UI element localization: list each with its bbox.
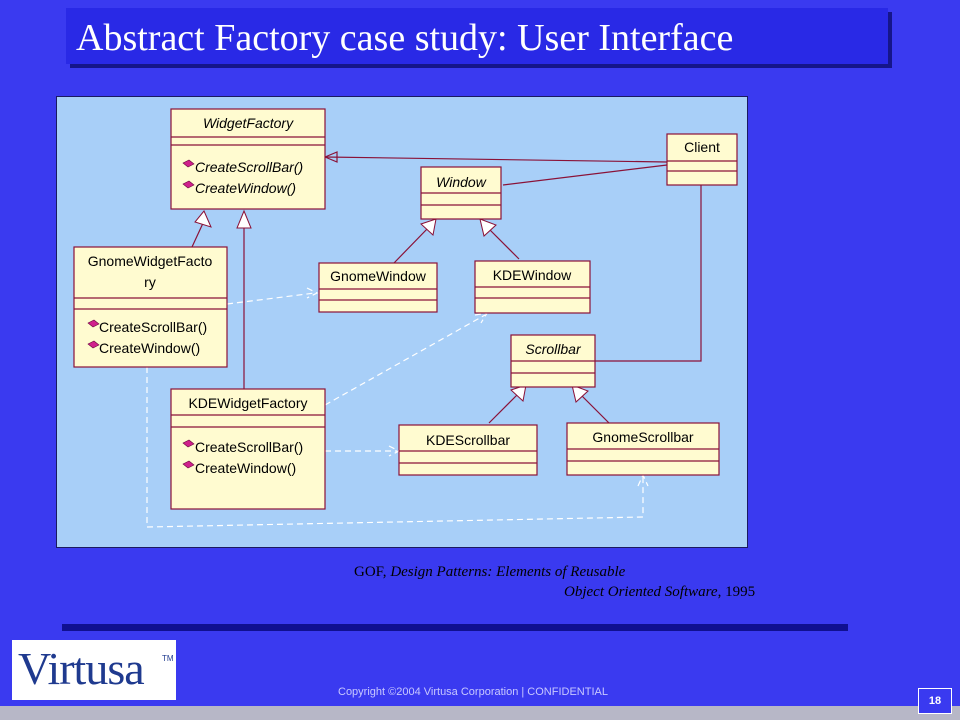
triangle-gnomewindow — [420, 218, 437, 236]
class-name: KDEScrollbar — [426, 432, 510, 448]
class-name: WidgetFactory — [203, 115, 294, 131]
operation: CreateScrollBar() — [195, 159, 303, 175]
association-lines — [191, 151, 702, 424]
citation-author: GOF, — [354, 564, 387, 580]
citation: GOF, Design Patterns: Elements of Reusab… — [354, 562, 814, 602]
citation-line-1: GOF, Design Patterns: Elements of Reusab… — [354, 562, 814, 582]
class-window[interactable]: Window — [420, 166, 502, 220]
class-name-wrap: ry — [144, 274, 156, 290]
client-to-widgetfactory-line — [324, 156, 668, 163]
class-name: Window — [436, 174, 487, 190]
triangle-kdewindow — [479, 218, 497, 237]
citation-title-1: Design Patterns: Elements of Reusable — [390, 564, 626, 580]
operation-icon — [87, 319, 100, 328]
inheritance-triangles — [194, 209, 589, 403]
operation: CreateWindow() — [99, 340, 200, 356]
class-scrollbar[interactable]: Scrollbar — [510, 334, 596, 388]
class-name: GnomeWidgetFacto — [88, 253, 213, 269]
class-kdewindow[interactable]: KDEWindow — [474, 260, 591, 314]
arrowhead-dash — [474, 312, 489, 324]
triangle-gnomefactory — [194, 210, 212, 228]
class-client[interactable]: Client — [666, 133, 738, 186]
class-name: KDEWidgetFactory — [188, 395, 307, 411]
class-widgetfactory[interactable]: WidgetFactory CreateScrollBar() CreateWi… — [170, 108, 326, 210]
operation-icon — [182, 439, 195, 448]
uml-canvas: WidgetFactory CreateScrollBar() CreateWi… — [73, 108, 738, 528]
logo-wordmark: Virtusa — [18, 643, 145, 694]
citation-line-2: Object Oriented Software, 1995 — [354, 582, 814, 602]
class-name: GnomeScrollbar — [592, 429, 693, 445]
gnomefactory-creates-gnomescrollbar — [146, 367, 644, 528]
gnomefactory-creates-gnomewindow — [226, 292, 316, 305]
class-name: GnomeWindow — [330, 268, 427, 284]
logo-trademark: TM — [162, 654, 174, 663]
class-gnomewindow[interactable]: GnomeWindow — [318, 262, 438, 313]
class-kdewidgetfactory[interactable]: KDEWidgetFactory CreateScrollBar() Creat… — [170, 388, 326, 510]
class-kdescrollbar[interactable]: KDEScrollbar — [398, 424, 538, 476]
divider-rule — [62, 624, 848, 631]
operation: CreateWindow() — [195, 460, 296, 476]
citation-title-2: Object Oriented Software — [564, 584, 718, 600]
operation-icon — [182, 180, 195, 189]
gnomescrollbar-inherit-line — [578, 392, 610, 424]
arrowhead-dash — [306, 287, 319, 299]
page-number: 18 — [918, 688, 952, 714]
client-to-window-line — [502, 164, 668, 186]
class-name: Client — [684, 139, 720, 155]
operation-icon — [182, 159, 195, 168]
citation-year: , 1995 — [717, 584, 756, 600]
virtusa-logo: Virtusa TM — [12, 640, 176, 700]
operation: CreateWindow() — [195, 180, 296, 196]
class-gnomescrollbar[interactable]: GnomeScrollbar — [566, 422, 720, 476]
title-bar: Abstract Factory case study: User Interf… — [66, 8, 888, 64]
slide-title: Abstract Factory case study: User Interf… — [76, 17, 734, 59]
uml-diagram: WidgetFactory CreateScrollBar() CreateWi… — [56, 96, 748, 548]
operation-icon — [182, 460, 195, 469]
class-name: KDEWindow — [493, 267, 572, 283]
bottom-strip — [0, 706, 960, 720]
class-name: Scrollbar — [525, 341, 582, 357]
kdewindow-inherit-line — [486, 226, 520, 260]
class-gnomewidgetfactory[interactable]: GnomeWidgetFacto ry CreateScrollBar() Cr… — [73, 246, 228, 368]
operation-icon — [87, 340, 100, 349]
operation: CreateScrollBar() — [195, 439, 303, 455]
copyright-footer: Copyright ©2004 Virtusa Corporation | CO… — [338, 686, 608, 698]
operation: CreateScrollBar() — [99, 319, 207, 335]
client-to-scrollbar-line — [595, 185, 702, 362]
arrowhead-open — [324, 151, 338, 163]
triangle-gnomescrollbar — [571, 384, 589, 403]
dependency-lines — [146, 287, 649, 528]
kdescrollbar-inherit-line — [488, 392, 520, 424]
kdefactory-creates-kdewindow — [324, 314, 486, 406]
gnomewindow-inherit-line — [393, 226, 430, 264]
gnomefactory-inherit-line — [191, 220, 205, 248]
triangle-kdefactory — [236, 209, 252, 229]
